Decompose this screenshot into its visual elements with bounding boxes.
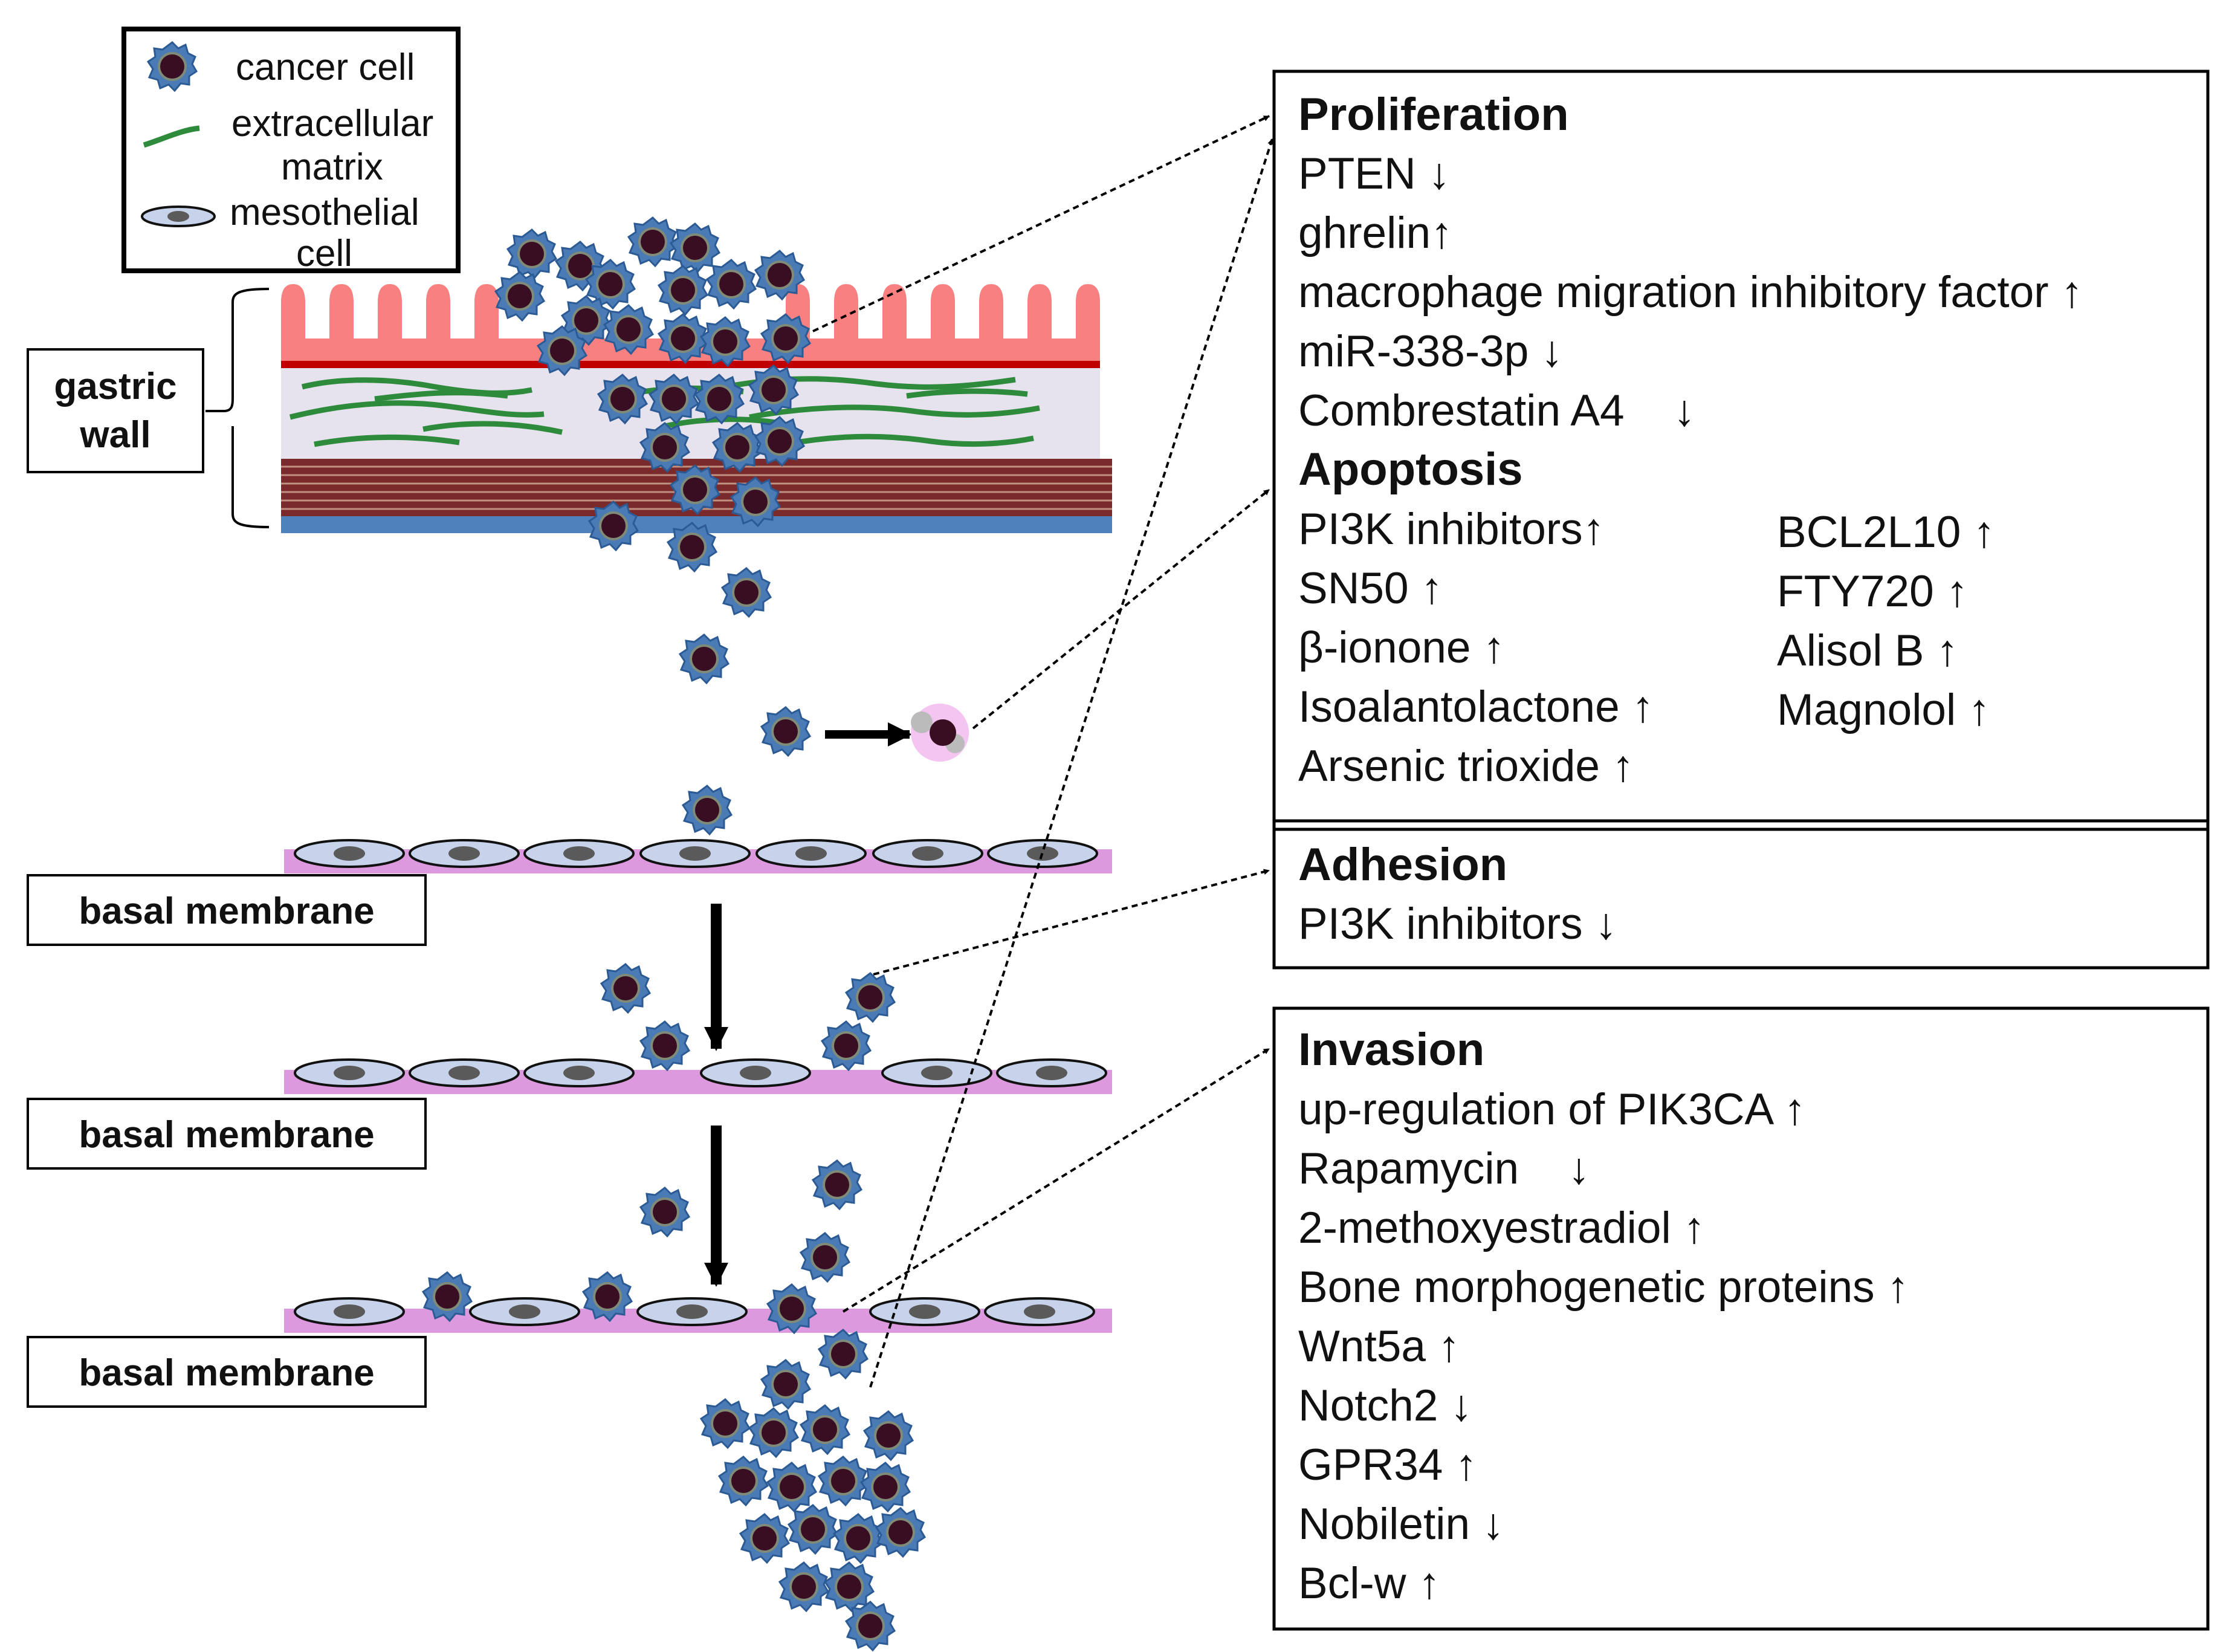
invasion-heading: Invasion <box>1298 1024 1484 1075</box>
cancer-cell <box>639 1187 690 1237</box>
apoptosis-heading: Apoptosis <box>1298 444 1523 495</box>
proliferation-heading: Proliferation <box>1298 89 1569 140</box>
detached-cancer-cell <box>760 706 811 757</box>
invasion-item: up-regulation of PIK3CA ↑ <box>1298 1085 1806 1134</box>
apoptosis-item: PI3K inhibitors↑ <box>1298 505 1605 554</box>
box-invasion: Invasion up-regulation of PIK3CA ↑ Rapam… <box>1272 1006 2210 1631</box>
proliferation-item: PTEN ↓ <box>1298 149 1450 198</box>
gastric-wall-label-line1: gastric <box>54 366 176 407</box>
legend-mesothelial-label-2: cell <box>296 233 352 274</box>
svg-text:basal membrane: basal membrane <box>79 1352 374 1394</box>
invasion-item: Wnt5a ↑ <box>1298 1322 1460 1371</box>
legend-ecm-label-1: extracellular <box>231 103 433 144</box>
extracellular-matrix-fibers <box>289 376 1040 447</box>
membrane-stage-2 <box>284 1058 1112 1094</box>
cancer-cell <box>682 785 733 835</box>
metastatic-cluster <box>700 1359 926 1651</box>
proliferation-item: ghrelin↑ <box>1298 209 1453 258</box>
membrane-stage-1 <box>284 839 1112 873</box>
cancer-cell <box>658 265 708 316</box>
connector-proliferation-2 <box>869 138 1274 1388</box>
invasion-item: Rapamycin ↓ <box>1298 1144 1590 1193</box>
apoptosis-item: FTY720 ↑ <box>1777 567 1968 616</box>
cancer-cell <box>494 271 545 322</box>
cancer-cell <box>627 216 678 267</box>
cancer-cell <box>754 250 805 300</box>
legend-mesothelial-label-1: mesothelial <box>230 192 419 233</box>
legend: cancer cell extracellular matrix mesothe… <box>121 27 461 274</box>
cancer-cell <box>600 963 651 1014</box>
cancer-cell <box>821 1020 872 1071</box>
svg-text:basal membrane: basal membrane <box>79 890 374 932</box>
gastric-wall-brace <box>205 288 270 528</box>
cancer-cell <box>706 259 757 309</box>
apoptosis-item: BCL2L10 ↑ <box>1777 508 1995 557</box>
basal-membrane-label-2: basal membrane <box>27 1098 427 1170</box>
gastric-wall-label: gastric wall <box>27 288 270 528</box>
invasion-item: Nobiletin ↓ <box>1298 1500 1504 1549</box>
legend-ecm-label-2: matrix <box>281 146 383 188</box>
gastric-wall-label-line2: wall <box>79 414 150 456</box>
invasion-item: Bcl-w ↑ <box>1298 1559 1440 1608</box>
proliferation-item: miR-338-3p ↓ <box>1298 327 1563 376</box>
legend-cancer-cell-label: cancer cell <box>236 47 415 88</box>
adhesion-heading: Adhesion <box>1298 839 1507 890</box>
connector-invasion <box>842 1048 1270 1313</box>
cancer-cell <box>670 222 720 273</box>
cancer-cell <box>818 1329 869 1379</box>
basal-membrane-label-1: basal membrane <box>27 874 427 946</box>
cancer-cell <box>800 1232 850 1283</box>
cancer-cell <box>679 633 730 684</box>
connector-adhesion <box>873 869 1270 976</box>
invasion-item: GPR34 ↑ <box>1298 1440 1477 1489</box>
apoptosis-item: Magnolol ↑ <box>1777 685 1990 734</box>
apoptosis-item: Alisol B ↑ <box>1777 626 1958 675</box>
legend-ecm-icon <box>143 125 200 148</box>
apoptotic-cell <box>911 704 969 762</box>
membrane-stage-3 <box>284 1297 1112 1333</box>
apoptosis-item: Arsenic trioxide ↑ <box>1298 742 1634 791</box>
cancer-cell <box>845 972 896 1023</box>
connector-apoptosis <box>972 488 1270 730</box>
cancer-cell <box>721 567 772 618</box>
apoptosis-item: Isoalantolactone ↑ <box>1298 682 1654 731</box>
invasion-item: 2-methoxyestradiol ↑ <box>1298 1203 1706 1252</box>
mucosa-line <box>281 361 1100 368</box>
proliferation-item: Combrestatin A4 ↓ <box>1298 386 1695 435</box>
invasion-item: Notch2 ↓ <box>1298 1381 1472 1430</box>
apoptosis-item: SN50 ↑ <box>1298 564 1443 613</box>
proliferation-item: macrophage migration inhibitory factor ↑ <box>1298 268 2083 317</box>
adhesion-item: PI3K inhibitors ↓ <box>1298 899 1617 948</box>
cancer-cell <box>639 1020 690 1071</box>
svg-text:basal membrane: basal membrane <box>79 1114 374 1156</box>
apoptosis-item: β-ionone ↑ <box>1298 623 1505 672</box>
cancer-cell <box>812 1159 862 1210</box>
basal-membrane-label-3: basal membrane <box>27 1336 427 1408</box>
dotted-connectors <box>812 115 1274 1388</box>
cancer-cell <box>506 228 557 279</box>
legend-mesothelial-cell-icon <box>141 206 216 227</box>
connector-proliferation <box>812 115 1270 332</box>
invasion-item: Bone morphogenetic proteins ↑ <box>1298 1263 1909 1312</box>
box-proliferation-apoptosis-adhesion: Proliferation PTEN ↓ ghrelin↑ macrophage… <box>1272 70 2210 970</box>
